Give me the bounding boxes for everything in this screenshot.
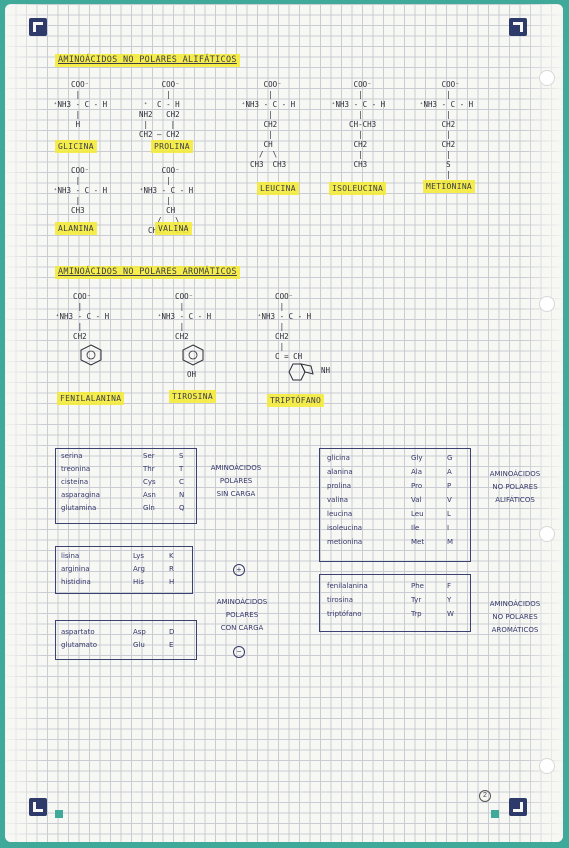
- group-label-polar-uncharged: AMINOÁCIDOS POLARES SIN CARGA: [210, 464, 262, 498]
- structure-alanina: COO⁻ | ⁺NH3 - C - H | CH3: [53, 166, 108, 215]
- label-glicina: GLICINA: [55, 140, 97, 153]
- negative-sign-icon: −: [233, 646, 245, 658]
- corner-mark-bottom-right: [509, 798, 527, 816]
- table-aliphatic: [319, 448, 471, 562]
- corner-mark-bottom-left: [29, 798, 47, 816]
- indole-ring-triptofano: [288, 363, 314, 381]
- group-label-aliphatic: AMINOÁCIDOS NO POLARES ALIFÁTICOS: [489, 470, 541, 504]
- corner-mark-top-right: [509, 18, 527, 36]
- hydroxyl-group: OH: [187, 370, 197, 379]
- notebook-page: AMINOÁCIDOS NO POLARES ALIFÁTICOS COO⁻ |…: [5, 4, 563, 842]
- section-title-aromatic: AMINOÁCIDOS NO POLARES AROMÁTICOS: [55, 266, 240, 279]
- label-leucina: LEUCINA: [257, 182, 299, 195]
- group-label-charged: AMINOÁCIDOS POLARES CON CARGA: [216, 598, 268, 632]
- table-polar-uncharged: [55, 448, 197, 524]
- amine-group: NH: [321, 366, 331, 375]
- group-label-aromatic: AMINOÁCIDOS NO POLARES AROMÁTICOS: [489, 600, 541, 634]
- section-title-aliphatic: AMINOÁCIDOS NO POLARES ALIFÁTICOS: [55, 54, 240, 67]
- structure-metionina: COO⁻ | ⁺NH3 - C - H | CH2 | CH2 | S | CH…: [419, 80, 474, 189]
- binder-hole: [539, 758, 555, 774]
- teal-square-right: [491, 810, 499, 818]
- label-fenilalanina: FENILALANINA: [57, 392, 125, 405]
- structure-leucina: COO⁻ | ⁺NH3 - C - H | CH2 | CH / \ CH3 C…: [241, 80, 296, 169]
- structure-tirosina: COO⁻ | ⁺NH3 - C - H | CH2: [157, 292, 212, 341]
- benzene-ring-fenilalanina: [80, 344, 102, 366]
- label-isoleucina: ISOLEUCINA: [329, 182, 387, 195]
- table-positive-charge: [55, 546, 193, 594]
- structure-triptofano: COO⁻ | ⁺NH3 - C - H | CH2 | C = CH: [257, 292, 312, 361]
- label-triptofano: TRIPTÓFANO: [267, 394, 325, 407]
- structure-fenilalanina: COO⁻ | ⁺NH3 - C - H | CH2: [55, 292, 110, 341]
- label-metionina: METIONINA: [423, 180, 476, 193]
- binder-hole: [539, 70, 555, 86]
- teal-square-left: [55, 810, 63, 818]
- label-tirosina: TIROSINA: [169, 390, 216, 403]
- binder-hole: [539, 526, 555, 542]
- page-number: 2: [479, 790, 491, 802]
- benzene-ring-tirosina: [182, 344, 204, 366]
- structure-isoleucina: COO⁻ | ⁺NH3 - C - H | CH-CH3 | CH2 | CH3: [331, 80, 386, 169]
- binder-hole: [539, 296, 555, 312]
- corner-mark-top-left: [29, 18, 47, 36]
- label-prolina: PROLINA: [151, 140, 193, 153]
- label-valina: VALINA: [155, 222, 192, 235]
- structure-glicina: COO⁻ | ⁺NH3 - C - H | H: [53, 80, 108, 129]
- structure-prolina: COO⁻ | ⁺ C - H NH2 CH2 | | CH2 — CH2: [139, 80, 180, 139]
- positive-sign-icon: +: [233, 564, 245, 576]
- label-alanina: ALANINA: [55, 222, 97, 235]
- table-aromatic: [319, 574, 471, 632]
- table-negative-charge: [55, 620, 197, 660]
